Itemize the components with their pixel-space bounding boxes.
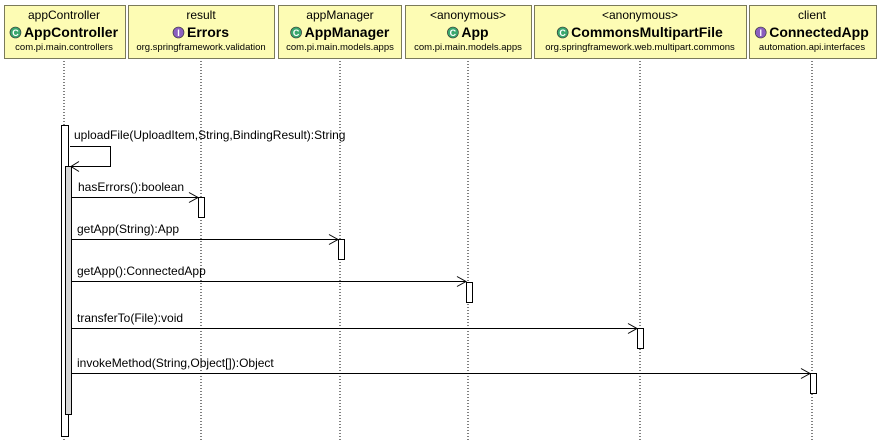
arrowhead-icon	[70, 161, 80, 172]
participant-package: com.pi.main.controllers	[15, 42, 113, 53]
participant-name: ConnectedApp	[769, 24, 869, 40]
participant-name: App	[461, 24, 488, 40]
interface-icon: I	[754, 26, 767, 39]
activation-bar	[65, 166, 72, 415]
participant-box	[278, 5, 402, 59]
activation-bar	[198, 197, 205, 218]
participant-name: Errors	[187, 24, 229, 40]
participant-role: client	[798, 8, 827, 22]
participant-name: AppManager	[305, 24, 390, 40]
class-icon: C	[556, 26, 569, 39]
svg-text:I: I	[177, 28, 180, 38]
participant-box	[405, 5, 532, 59]
activation-bar	[466, 282, 473, 303]
message-label: transferTo(File):void	[77, 311, 183, 325]
arrowhead-icon	[188, 192, 200, 203]
arrowhead-icon	[627, 323, 639, 334]
participant-box	[128, 5, 275, 59]
participant-package: com.pi.main.models.apps	[286, 42, 394, 53]
message-label: invokeMethod(String,Object[]):Object	[77, 356, 274, 370]
message-getapp[interactable]: getApp():ConnectedApp	[71, 264, 468, 287]
arrowhead-icon	[456, 276, 468, 287]
participant-commonsmultipartfile[interactable]: <anonymous> CommonsMultipartFile Corg.spri…	[534, 5, 747, 59]
arrowhead-icon	[328, 234, 340, 245]
class-icon: C	[290, 26, 302, 39]
participant-box	[4, 5, 126, 59]
message-getapp[interactable]: getApp(String):App	[71, 222, 340, 245]
message-haserrors[interactable]: hasErrors():boolean	[71, 180, 200, 203]
participant-role: <anonymous>	[602, 8, 678, 22]
participant-package: org.springframework.validation	[136, 42, 265, 53]
message-uploadfile[interactable]: uploadFile(UploadItem,String,BindingResu…	[70, 128, 345, 172]
class-icon: C	[447, 26, 459, 39]
message-label: getApp():ConnectedApp	[77, 264, 206, 278]
self-message-arrow	[70, 146, 111, 167]
activation-bar	[637, 328, 644, 349]
arrowhead-icon	[800, 368, 812, 379]
activation-bar	[810, 373, 817, 394]
message-label: getApp(String):App	[77, 222, 179, 236]
svg-text:C: C	[12, 28, 19, 38]
svg-text:C: C	[559, 28, 566, 38]
participant-role: result	[186, 8, 216, 22]
participant-box	[749, 5, 877, 59]
svg-text:I: I	[759, 28, 762, 38]
participant-role: <anonymous>	[430, 8, 506, 22]
message-label: hasErrors():boolean	[78, 180, 184, 194]
participant-role: appController	[28, 8, 100, 22]
participant-name: AppController	[24, 24, 119, 40]
participant-name: CommonsMultipartFile	[571, 24, 723, 40]
class-icon: C	[9, 26, 22, 39]
participant-package: org.springframework.web.multipart.common…	[545, 42, 735, 53]
participant-package: com.pi.main.models.apps	[414, 42, 522, 53]
message-invokemethod[interactable]: invokeMethod(String,Object[]):Object	[71, 356, 812, 379]
message-label: uploadFile(UploadItem,String,BindingResu…	[74, 128, 345, 142]
svg-text:C: C	[450, 28, 457, 38]
participant-box	[534, 5, 747, 59]
message-transferto[interactable]: transferTo(File):void	[71, 311, 639, 334]
activation-bar	[338, 239, 345, 260]
interface-icon: I	[172, 26, 185, 39]
svg-text:C: C	[293, 28, 300, 38]
participant-role: appManager	[306, 8, 373, 22]
participant-package: automation.api.interfaces	[759, 42, 865, 53]
